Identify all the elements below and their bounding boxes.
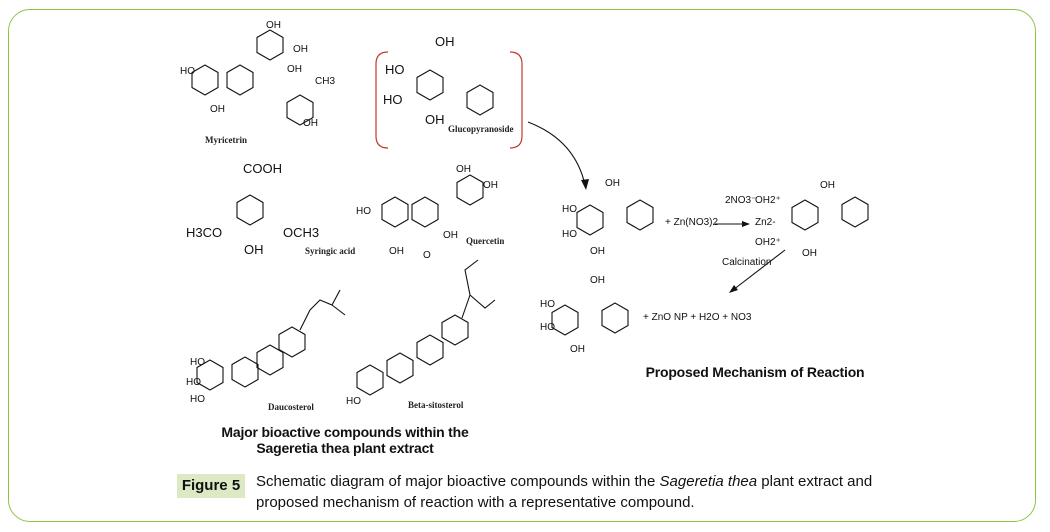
group-label: HO xyxy=(356,206,371,217)
group-label: OCH3 xyxy=(283,225,319,240)
ring-bond xyxy=(226,64,254,96)
group-label: OH xyxy=(389,246,404,257)
nitrate-label: 2NO3⁻ xyxy=(725,195,756,206)
group-label: O xyxy=(423,250,431,261)
group-label: HO xyxy=(346,396,361,407)
group-label: HO xyxy=(540,322,555,333)
beta-sitosterol-structure: HO Beta-sitosterol xyxy=(346,259,496,410)
group-label: HO xyxy=(562,204,577,215)
ring-bond xyxy=(551,304,579,336)
ring-bond xyxy=(416,334,444,366)
ring-bond xyxy=(196,359,224,391)
caption-text: plant extract and proposed mechanism of … xyxy=(256,473,873,511)
group-label: HO xyxy=(562,229,577,240)
ring-bond xyxy=(416,69,444,101)
caption-text: Schematic diagram of major bioactive com… xyxy=(256,473,660,490)
compound-name: Quercetin xyxy=(466,236,504,246)
group-label: OH xyxy=(293,44,308,55)
group-label: H3CO xyxy=(186,225,222,240)
compound-name: Myricetrin xyxy=(205,135,247,145)
myricetrin-structure: HO OH OH OH CH3 OH OH Myricetrin xyxy=(180,20,335,145)
ring-bond xyxy=(356,364,384,396)
group-label: HO xyxy=(180,66,195,77)
group-label: HO xyxy=(385,62,405,77)
group-label: OH xyxy=(802,248,817,259)
ring-bond xyxy=(381,196,409,228)
group-label: OH xyxy=(443,230,458,241)
glucopyranoside-structure: OH HO HO OH Glucopyranoside xyxy=(375,34,523,149)
group-label: OH xyxy=(303,118,318,129)
ring-bond xyxy=(456,174,484,206)
ring-bond xyxy=(626,199,654,231)
caption-species: Sageretia thea xyxy=(659,473,758,490)
zinc-label: Zn2- xyxy=(755,217,776,228)
ring-bond xyxy=(576,204,604,236)
group-label: OH xyxy=(266,20,281,31)
group-label: HO xyxy=(190,394,205,405)
mechanism-scheme: HO HO OH OH + Zn(NO3)2 2NO3⁻ OH2⁺ Zn2- O… xyxy=(540,178,869,355)
ring-bond xyxy=(236,194,264,226)
group-label: OH xyxy=(590,246,605,257)
ring-bond xyxy=(256,344,284,376)
group-label: HO xyxy=(190,357,205,368)
compound-name: Glucopyranoside xyxy=(448,124,514,134)
group-label: CH3 xyxy=(315,76,335,87)
group-label: OH xyxy=(820,180,835,191)
figure-label: Figure 5 xyxy=(177,474,245,498)
group-label: OH xyxy=(483,180,498,191)
compounds-heading-line2: Sageretia thea plant extract xyxy=(256,440,434,456)
ring-bond xyxy=(411,196,439,228)
ring-bond xyxy=(441,314,469,346)
compound-name: Beta-sitosterol xyxy=(408,400,464,410)
group-label: OH xyxy=(425,112,445,127)
group-label: OH xyxy=(287,64,302,75)
group-label: OH xyxy=(570,344,585,355)
quercetin-structure: HO OH OH OH OH O Quercetin xyxy=(356,164,504,261)
ring-bond xyxy=(278,326,306,358)
calcination-label: Calcination xyxy=(722,257,771,268)
figure-caption: Schematic diagram of major bioactive com… xyxy=(256,471,896,513)
products-label: + ZnO NP + H2O + NO3 xyxy=(643,312,752,323)
group-label: OH xyxy=(244,242,264,257)
group-label: OH xyxy=(435,34,455,49)
ring-bond xyxy=(231,356,259,388)
mechanism-heading: Proposed Mechanism of Reaction xyxy=(645,364,865,380)
ring-bond xyxy=(466,84,494,116)
ring-bond xyxy=(191,64,219,96)
group-label: HO xyxy=(186,377,201,388)
ring-bond xyxy=(601,302,629,334)
group-label: OH xyxy=(590,275,605,286)
group-label: OH xyxy=(456,164,471,175)
daucosterol-structure: HO HO HO Daucosterol xyxy=(186,289,346,412)
ring-bond xyxy=(286,94,314,126)
reaction-arrow xyxy=(527,121,586,186)
water-ligand-label: OH2⁺ xyxy=(755,237,781,248)
syringic-acid-structure: COOH H3CO OCH3 OH Syringic acid xyxy=(186,161,355,257)
compound-name: Syringic acid xyxy=(305,246,355,256)
ring-bond xyxy=(256,29,284,61)
figure-frame xyxy=(8,9,1036,522)
ring-bond xyxy=(386,352,414,384)
compound-name: Daucosterol xyxy=(268,402,314,412)
group-label: OH xyxy=(605,178,620,189)
compounds-heading-line1: Major bioactive compounds within the xyxy=(221,424,469,440)
group-label: OH xyxy=(210,104,225,115)
compounds-heading: Major bioactive compounds within the Sag… xyxy=(200,424,490,456)
reagent-label: + Zn(NO3)2 xyxy=(665,217,719,228)
group-label: HO xyxy=(383,92,403,107)
ring-bond xyxy=(841,196,869,228)
water-ligand-label: OH2⁺ xyxy=(755,195,781,206)
ring-bond xyxy=(791,199,819,231)
group-label: HO xyxy=(540,299,555,310)
group-label: COOH xyxy=(243,161,282,176)
